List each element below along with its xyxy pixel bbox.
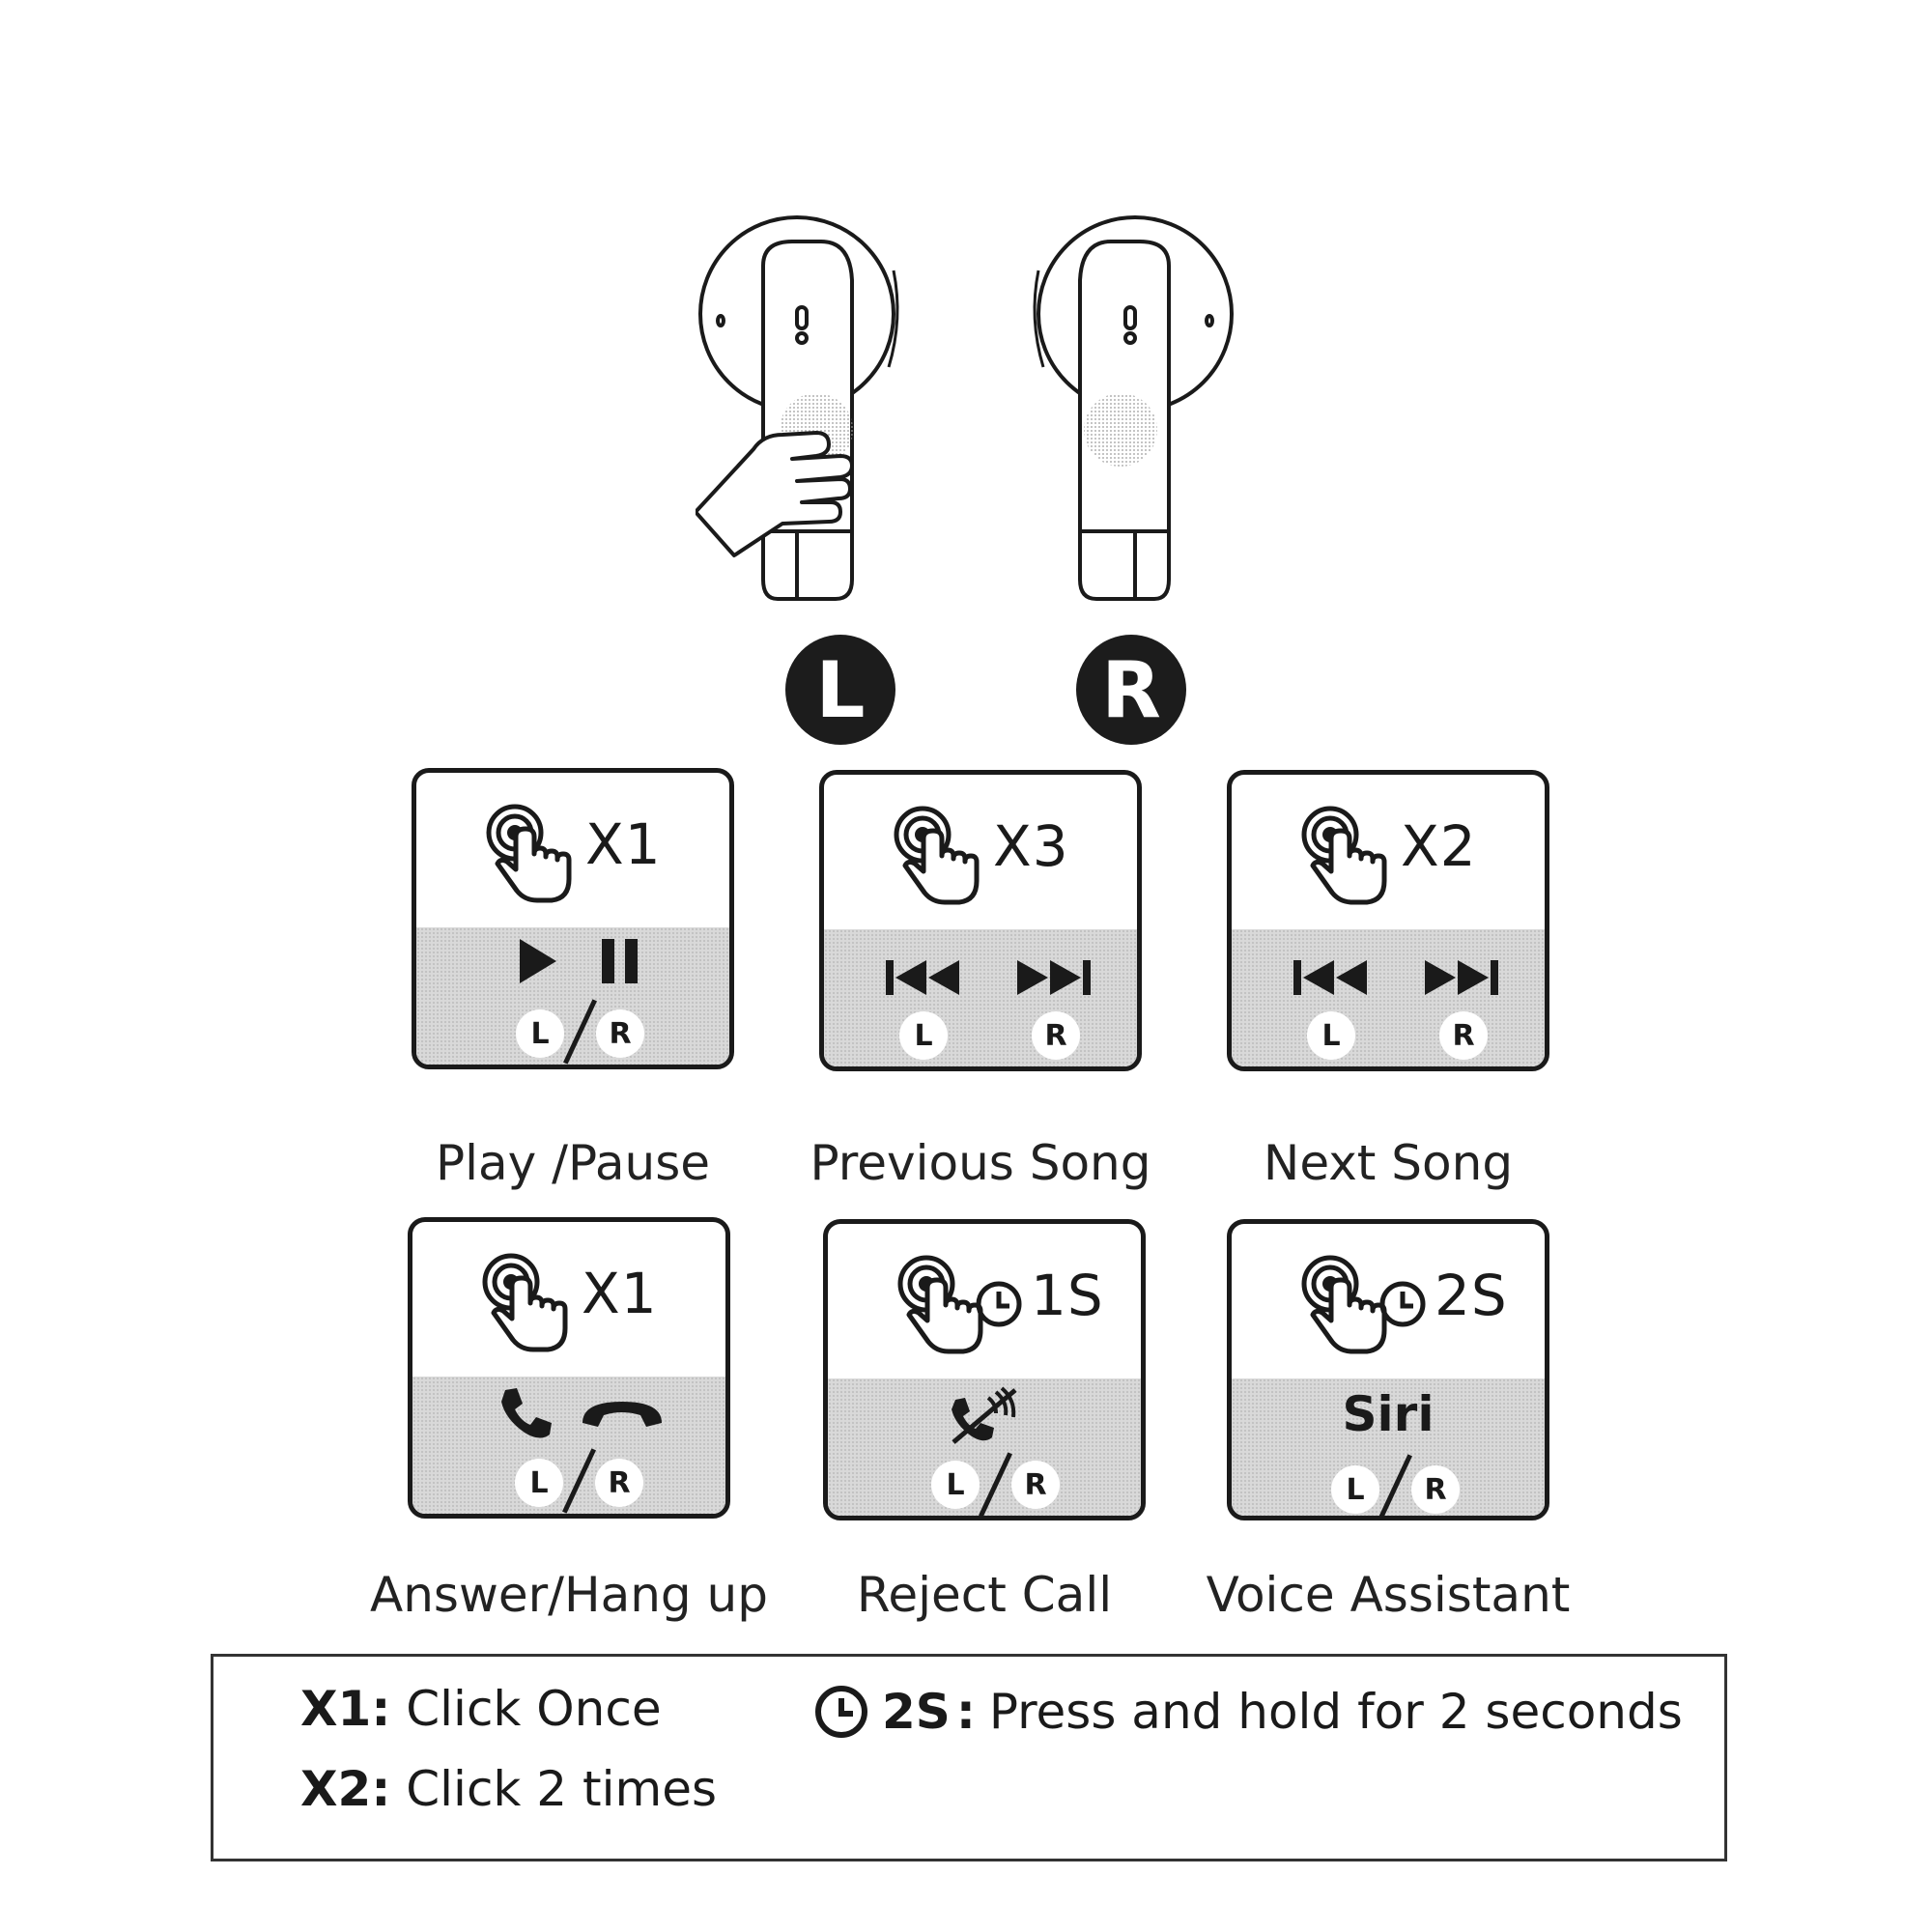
play-icon <box>520 939 556 983</box>
pause-icon <box>602 939 638 983</box>
gesture-count: X1 <box>582 1261 658 1326</box>
gesture-area: 2S <box>1232 1224 1545 1378</box>
right-earbud <box>1033 215 1234 601</box>
slash-divider <box>979 1452 1012 1516</box>
caption-next-song: Next Song <box>1263 1135 1514 1191</box>
slash-divider <box>1378 1454 1412 1516</box>
gesture-area: X1 <box>412 1222 725 1377</box>
legend-hold-key: 2S <box>882 1684 951 1740</box>
slash-divider <box>562 1448 596 1514</box>
tap-gesture-icon <box>1301 806 1387 905</box>
right-badge: R <box>1411 1465 1460 1514</box>
gesture-count: 2S <box>1435 1263 1508 1328</box>
next-track-icon <box>1017 960 1091 995</box>
right-badge: R <box>596 1009 644 1058</box>
control-card-previous-song: X3 L R <box>819 770 1142 1071</box>
left-badge: L <box>1307 1011 1355 1060</box>
earbuds-illustration <box>696 215 1234 601</box>
gesture-area: X2 <box>1232 775 1545 929</box>
left-badge: L <box>899 1011 948 1060</box>
tap-gesture-icon <box>486 804 572 903</box>
siri-label: Siri <box>1342 1386 1435 1442</box>
control-card-play-pause: X1 L R <box>412 768 734 1069</box>
gesture-area: X1 <box>416 773 729 927</box>
reject-call-icon <box>952 1386 1017 1444</box>
right-badge: R <box>1032 1011 1080 1060</box>
gesture-count: X2 <box>1401 813 1477 879</box>
action-area: L R <box>1232 929 1545 1066</box>
legend-x2-text: Click 2 times <box>406 1761 718 1817</box>
gesture-area: X3 <box>824 775 1137 929</box>
control-card-voice-assistant: 2S Siri L R <box>1227 1219 1549 1520</box>
answer-call-icon <box>501 1388 552 1438</box>
legend-box: X1: Click Once X2: Click 2 times 2S: Pre… <box>211 1654 1727 1861</box>
action-area: L R <box>412 1377 725 1514</box>
left-badge: L <box>515 1459 563 1507</box>
gesture-area: 1S <box>828 1224 1141 1378</box>
hang-up-icon <box>582 1402 662 1427</box>
legend-hold: 2S: Press and hold for 2 seconds <box>814 1684 1683 1740</box>
left-badge: L <box>1331 1465 1379 1514</box>
clock-icon <box>815 1686 867 1738</box>
gesture-count: X3 <box>993 813 1069 879</box>
action-area: L R <box>828 1378 1141 1516</box>
control-card-next-song: X2 L R <box>1227 770 1549 1071</box>
action-area: L R <box>416 927 729 1065</box>
caption-play-pause: Play /Pause <box>435 1135 711 1191</box>
legend-x1-text: Click Once <box>406 1681 662 1737</box>
legend-x1-key: X1: <box>300 1681 391 1737</box>
previous-track-icon <box>1293 960 1367 995</box>
control-card-answer-hang-up: X1 L R <box>408 1217 730 1519</box>
legend-hold-sep: : <box>955 1684 976 1740</box>
previous-track-icon <box>886 960 959 995</box>
left-badge: L <box>931 1461 980 1509</box>
tap-gesture-icon <box>1301 1255 1387 1354</box>
legend-x2-key: X2: <box>300 1761 391 1817</box>
next-track-icon <box>1425 960 1498 995</box>
right-earbud-badge: R <box>1076 635 1186 745</box>
legend-x1: X1: Click Once <box>300 1681 662 1737</box>
left-earbud-badge: L <box>785 635 895 745</box>
control-card-reject-call: 1S L R <box>823 1219 1146 1520</box>
legend-hold-text: Press and hold for 2 seconds <box>988 1684 1683 1740</box>
right-badge: R <box>1439 1011 1488 1060</box>
legend-x2: X2: Click 2 times <box>300 1761 717 1817</box>
tap-gesture-icon <box>897 1255 983 1354</box>
tap-gesture-icon <box>894 806 980 905</box>
slash-divider <box>563 999 597 1065</box>
gesture-count: 1S <box>1031 1263 1104 1328</box>
tap-gesture-icon <box>482 1253 568 1352</box>
right-badge: R <box>595 1459 643 1507</box>
action-area: L R <box>824 929 1137 1066</box>
caption-voice-assistant: Voice Assistant <box>1206 1567 1571 1623</box>
gesture-count: X1 <box>585 811 662 877</box>
hand-icon <box>696 431 854 557</box>
action-area: Siri L R <box>1232 1378 1545 1516</box>
clock-icon <box>976 1281 1022 1327</box>
clock-icon <box>1379 1281 1426 1327</box>
caption-previous-song: Previous Song <box>810 1135 1151 1191</box>
caption-answer-hang-up: Answer/Hang up <box>370 1567 768 1623</box>
caption-reject-call: Reject Call <box>856 1567 1113 1623</box>
right-badge: R <box>1011 1461 1060 1509</box>
left-badge: L <box>516 1009 564 1058</box>
